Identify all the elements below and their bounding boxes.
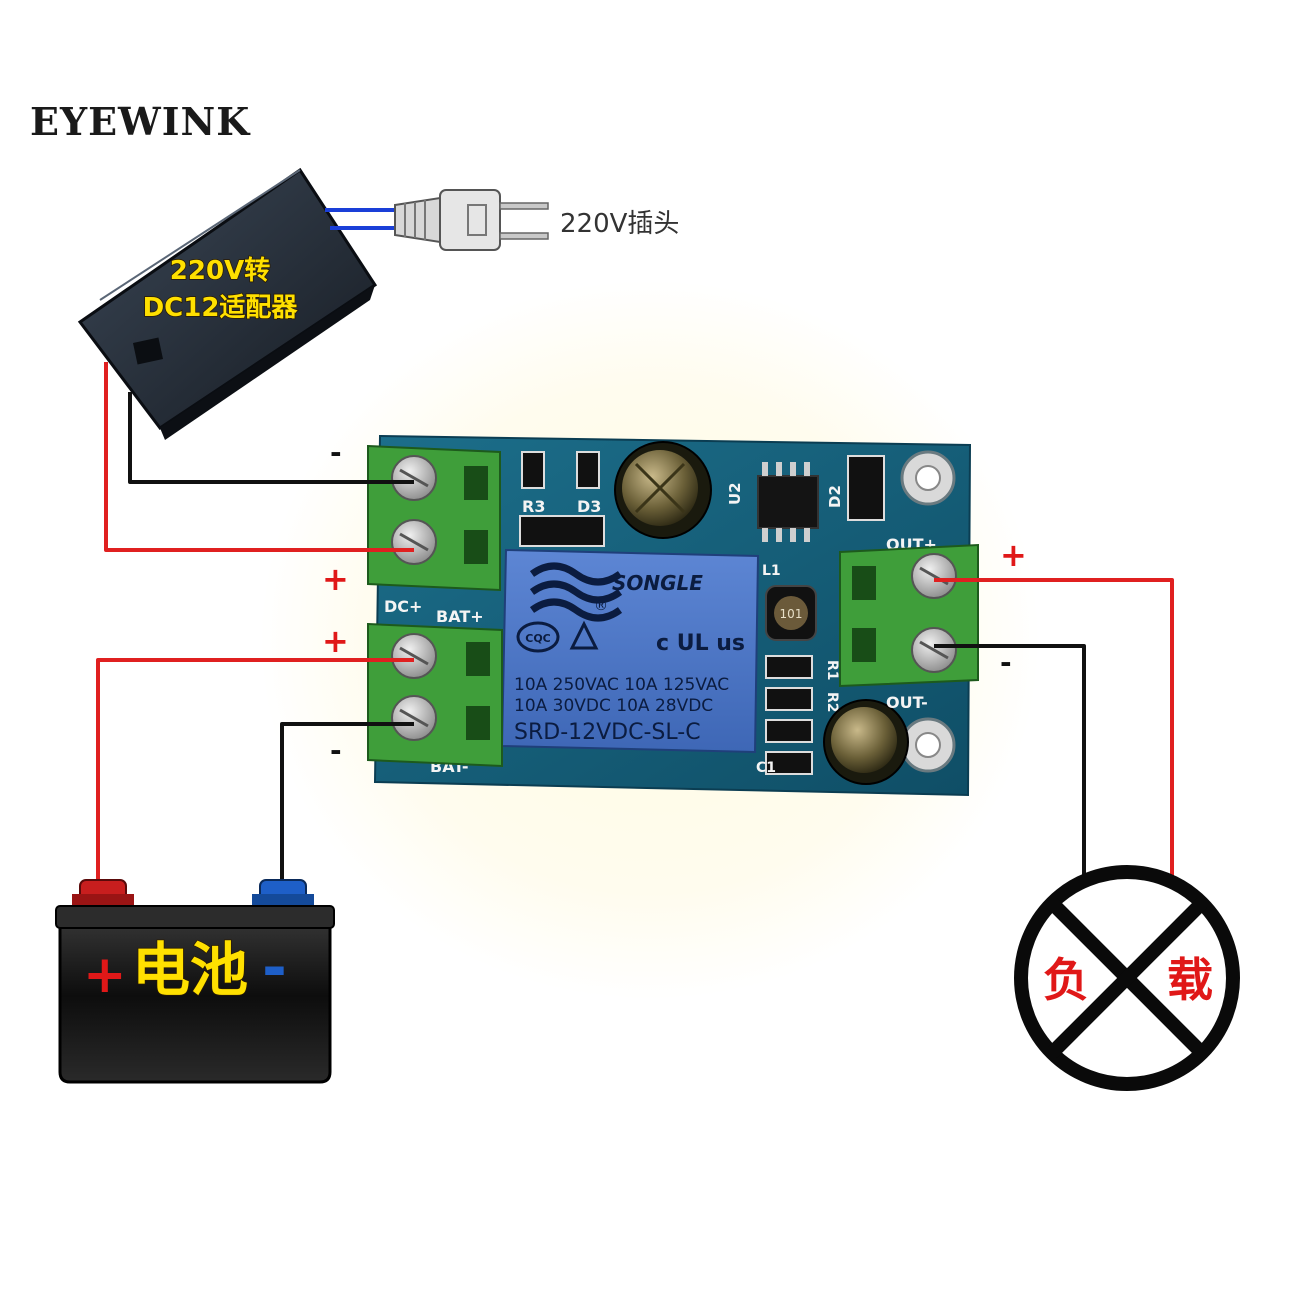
label-d2: D2 — [826, 485, 844, 508]
label-d3: D3 — [577, 497, 601, 516]
battery-label: 电池 — [132, 936, 248, 1004]
mounting-hole-top — [900, 450, 956, 506]
relay-model: SRD-12VDC-SL-C — [514, 720, 701, 745]
plug-label: 220V插头 — [560, 209, 679, 239]
adapter-label-line2: DC12适配器 — [143, 293, 299, 323]
label-r3: R3 — [522, 497, 545, 516]
wire-load-negative — [934, 644, 1086, 885]
brand-logo: EYEWINK — [30, 99, 251, 144]
ul-mark: c UL us — [656, 631, 745, 656]
ac-plug: 220V插头 — [325, 189, 679, 251]
cqc-text: CQC — [525, 632, 551, 645]
resistor-r1 — [765, 655, 813, 679]
terminal-block-out — [839, 543, 979, 688]
inductor-label: 101 — [780, 607, 803, 621]
relay-rating-1: 10A 250VAC 10A 125VAC — [514, 675, 729, 695]
sign-dc-plus: + — [322, 560, 349, 598]
label-out-minus: OUT- — [886, 693, 928, 712]
warning-triangle-icon — [569, 620, 599, 650]
sign-out-minus: - — [1000, 646, 1012, 679]
power-adapter: 220V转 DC12适配器 — [77, 167, 378, 440]
relay-brand: SONGLE — [612, 571, 703, 595]
battery-plus-sign: + — [83, 945, 127, 1005]
wires — [96, 362, 1174, 890]
load-lamp: 负 载 — [1014, 865, 1240, 1091]
songle-logo-icon — [529, 562, 623, 622]
capacitor-top — [614, 441, 712, 539]
label-u2: U2 — [726, 482, 744, 505]
label-c1: C1 — [756, 760, 776, 776]
battery: + 电池 - — [55, 879, 335, 1084]
load-label-right: 载 — [1167, 953, 1213, 1007]
terminal-block-bat — [367, 622, 503, 768]
sign-bat-minus: - — [330, 734, 342, 767]
wire-adapter-negative — [128, 392, 414, 484]
pcb-board: R3 D3 U2 D2 SONGLE — [367, 434, 979, 797]
smd-diode — [519, 515, 605, 547]
registered-mark: ® — [594, 598, 608, 614]
capacitor-smd — [765, 719, 813, 743]
terminal-block-dc — [367, 444, 501, 592]
wire-battery-negative — [280, 722, 414, 882]
wire-battery-positive — [96, 658, 414, 880]
label-dc-plus: DC+ — [384, 597, 422, 616]
capacitor-bottom — [823, 699, 909, 785]
resistor-r2 — [765, 687, 813, 711]
diode-d2 — [847, 455, 885, 521]
label-bat-plus: BAT+ — [436, 607, 484, 626]
sign-bat-plus: + — [322, 622, 349, 660]
mounting-hole-bottom — [900, 717, 956, 773]
capacitor-c1 — [765, 751, 813, 775]
diode-d3 — [576, 451, 600, 489]
relay-rating-2: 10A 30VDC 10A 28VDC — [514, 696, 713, 716]
label-r2: R2 — [824, 692, 840, 713]
sign-out-plus: + — [1000, 536, 1027, 574]
load-label-left: 负 — [1043, 953, 1089, 1007]
adapter-label-line1: 220V转 — [170, 256, 270, 286]
label-r1: R1 — [824, 660, 840, 681]
wire-adapter-positive — [104, 362, 414, 552]
label-l1: L1 — [762, 563, 781, 579]
battery-minus-sign: - — [262, 933, 287, 1003]
wire-load-positive — [934, 578, 1174, 890]
ic-chip — [757, 462, 819, 542]
relay: SONGLE ® CQC c UL us 10A 250VAC 10A 125V… — [500, 548, 760, 754]
inductor-l1: 101 — [765, 585, 817, 641]
cqc-mark-icon: CQC — [516, 621, 560, 653]
sign-dc-minus: - — [330, 436, 342, 469]
resistor-r3 — [521, 451, 545, 489]
